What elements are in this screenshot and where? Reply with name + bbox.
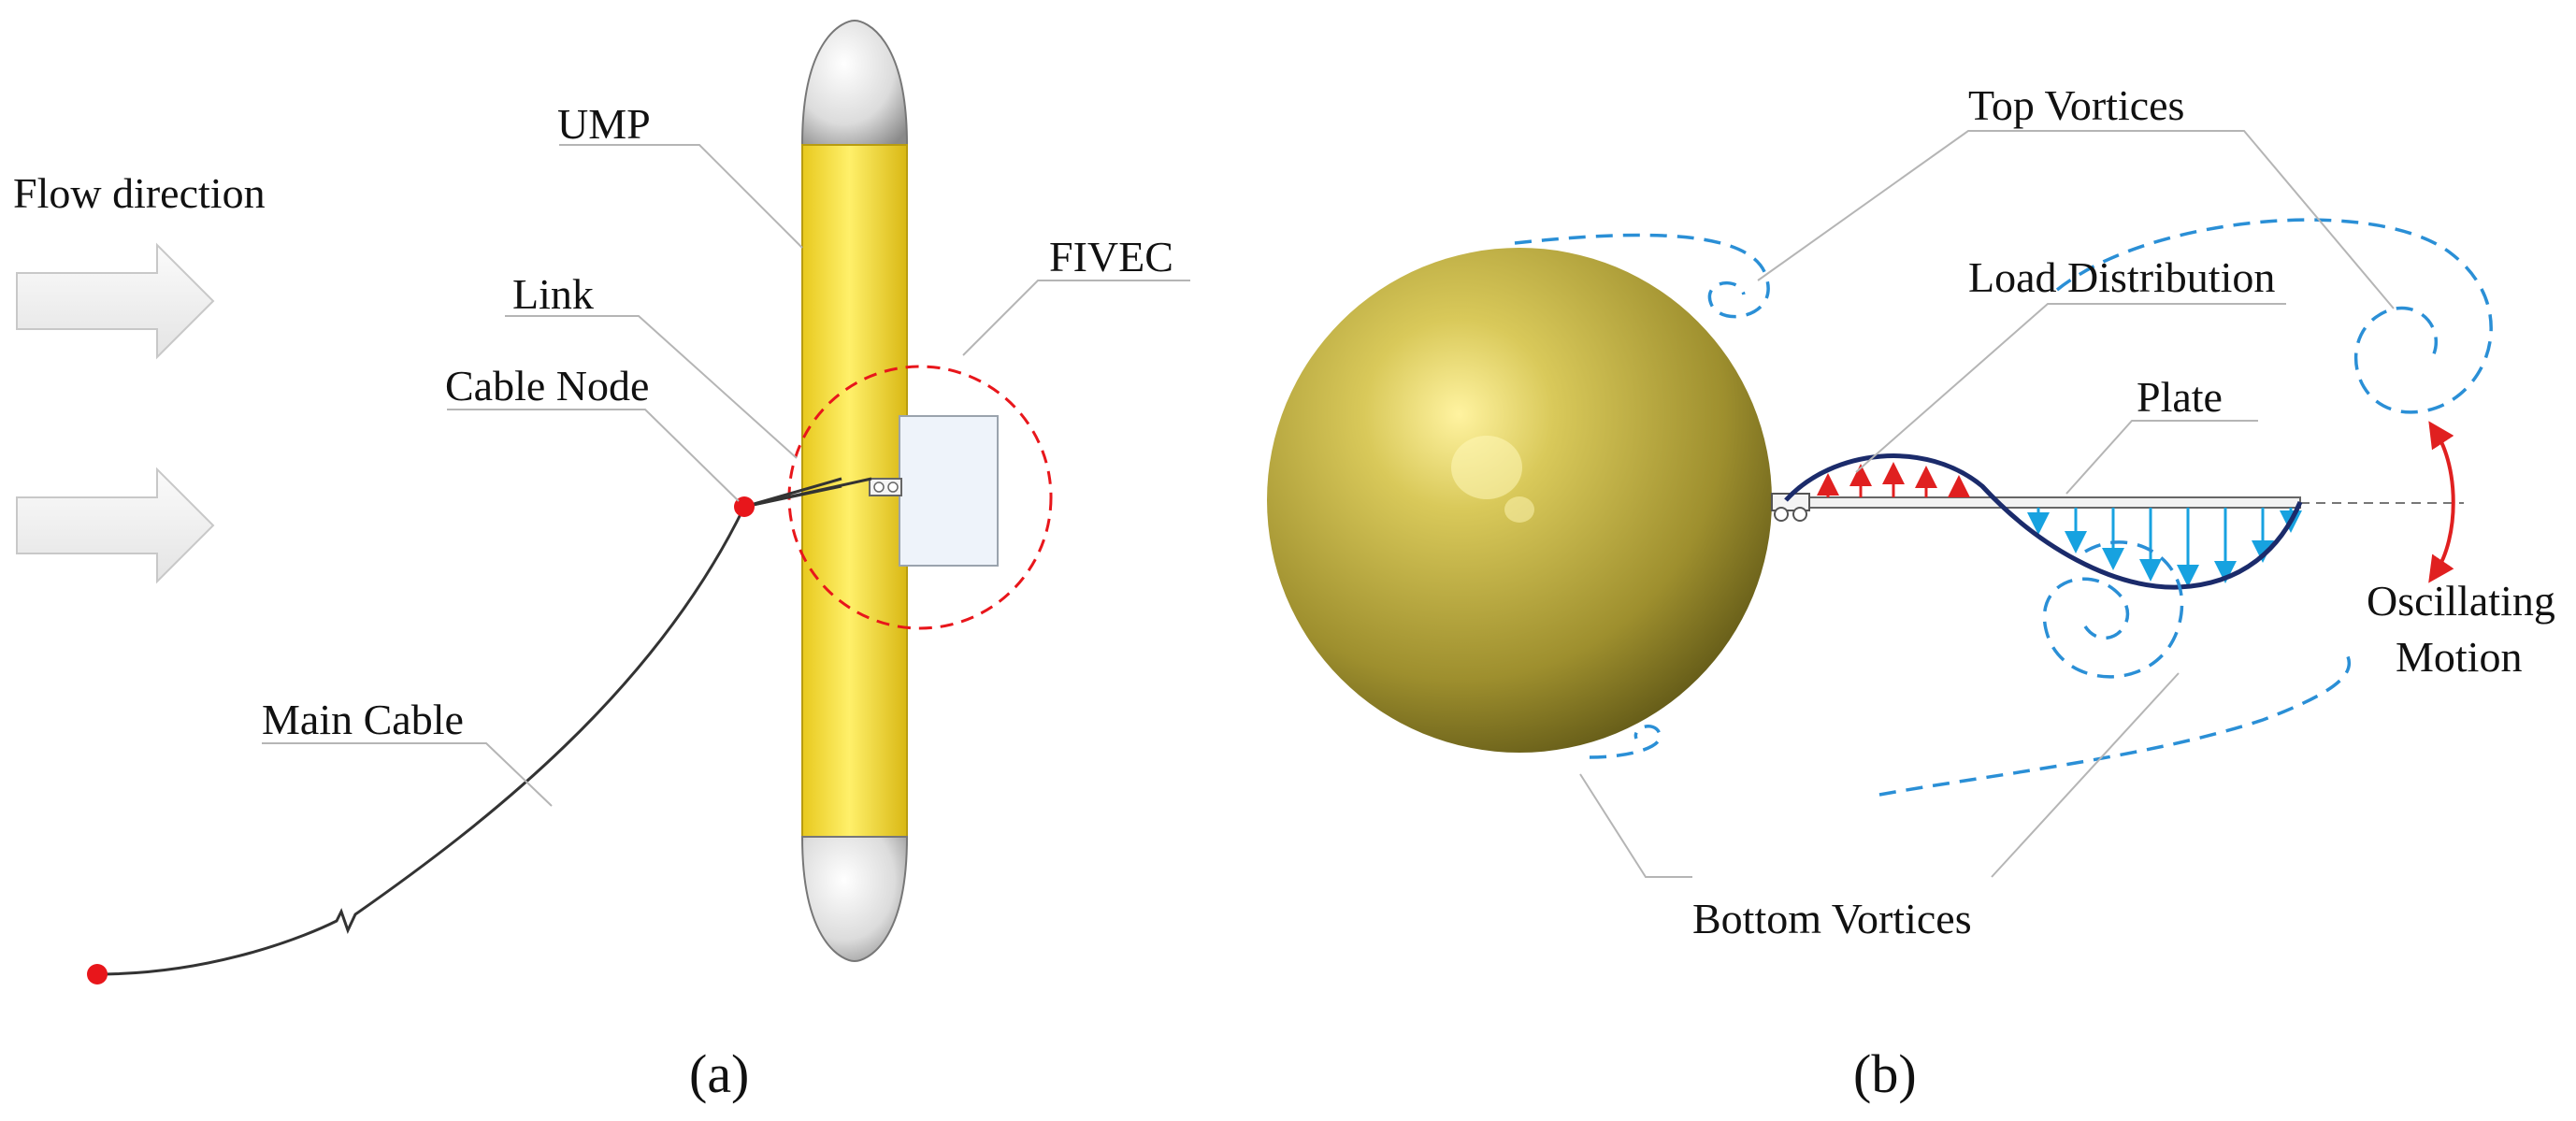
flow-arrow-icon xyxy=(16,467,215,584)
load-arrows-up xyxy=(1817,462,1970,497)
top-vortices-label: Top Vortices xyxy=(1968,81,2184,129)
leader-lines-a xyxy=(262,144,1190,807)
panel-a: Flow direction xyxy=(13,19,1190,1104)
load-arrows-down xyxy=(2027,508,2302,587)
bottom-vortices-label: Bottom Vortices xyxy=(1692,895,1972,942)
sphere-highlight xyxy=(1451,436,1522,499)
main-cable-label: Main Cable xyxy=(262,696,464,743)
plate-body xyxy=(1771,496,2301,509)
link-lines xyxy=(743,477,872,509)
flow-direction-label: Flow direction xyxy=(13,169,266,217)
fivec-plate xyxy=(899,415,999,567)
leader-lines-b xyxy=(1579,130,2395,878)
vortex-lines xyxy=(1514,218,2493,797)
cable-node-dot xyxy=(734,496,755,517)
oscillating-label: Oscillating xyxy=(2367,577,2555,625)
caption-a: (a) xyxy=(689,1043,749,1104)
sphere-highlight xyxy=(1504,496,1534,523)
fivec-label: FIVEC xyxy=(1049,233,1173,280)
plate-hinge xyxy=(1771,493,1810,522)
ump-label: UMP xyxy=(557,100,651,148)
main-cable xyxy=(96,506,746,976)
cable-node-label: Cable Node xyxy=(445,362,649,410)
motion-label: Motion xyxy=(2396,633,2522,681)
link-label: Link xyxy=(512,270,594,318)
oscillating-motion-arrow-icon xyxy=(2428,421,2455,583)
caption-b: (b) xyxy=(1853,1043,1917,1104)
panel-b: Top Vortices Load Distribution Plate Osc… xyxy=(1267,81,2555,1104)
anchor-node-dot xyxy=(87,964,108,984)
fivec-hinge xyxy=(869,478,902,496)
plate-label: Plate xyxy=(2137,373,2223,421)
flow-arrow-icon xyxy=(16,242,215,360)
load-distribution-label: Load Distribution xyxy=(1968,253,2275,301)
load-distribution-curve xyxy=(1784,453,2303,590)
